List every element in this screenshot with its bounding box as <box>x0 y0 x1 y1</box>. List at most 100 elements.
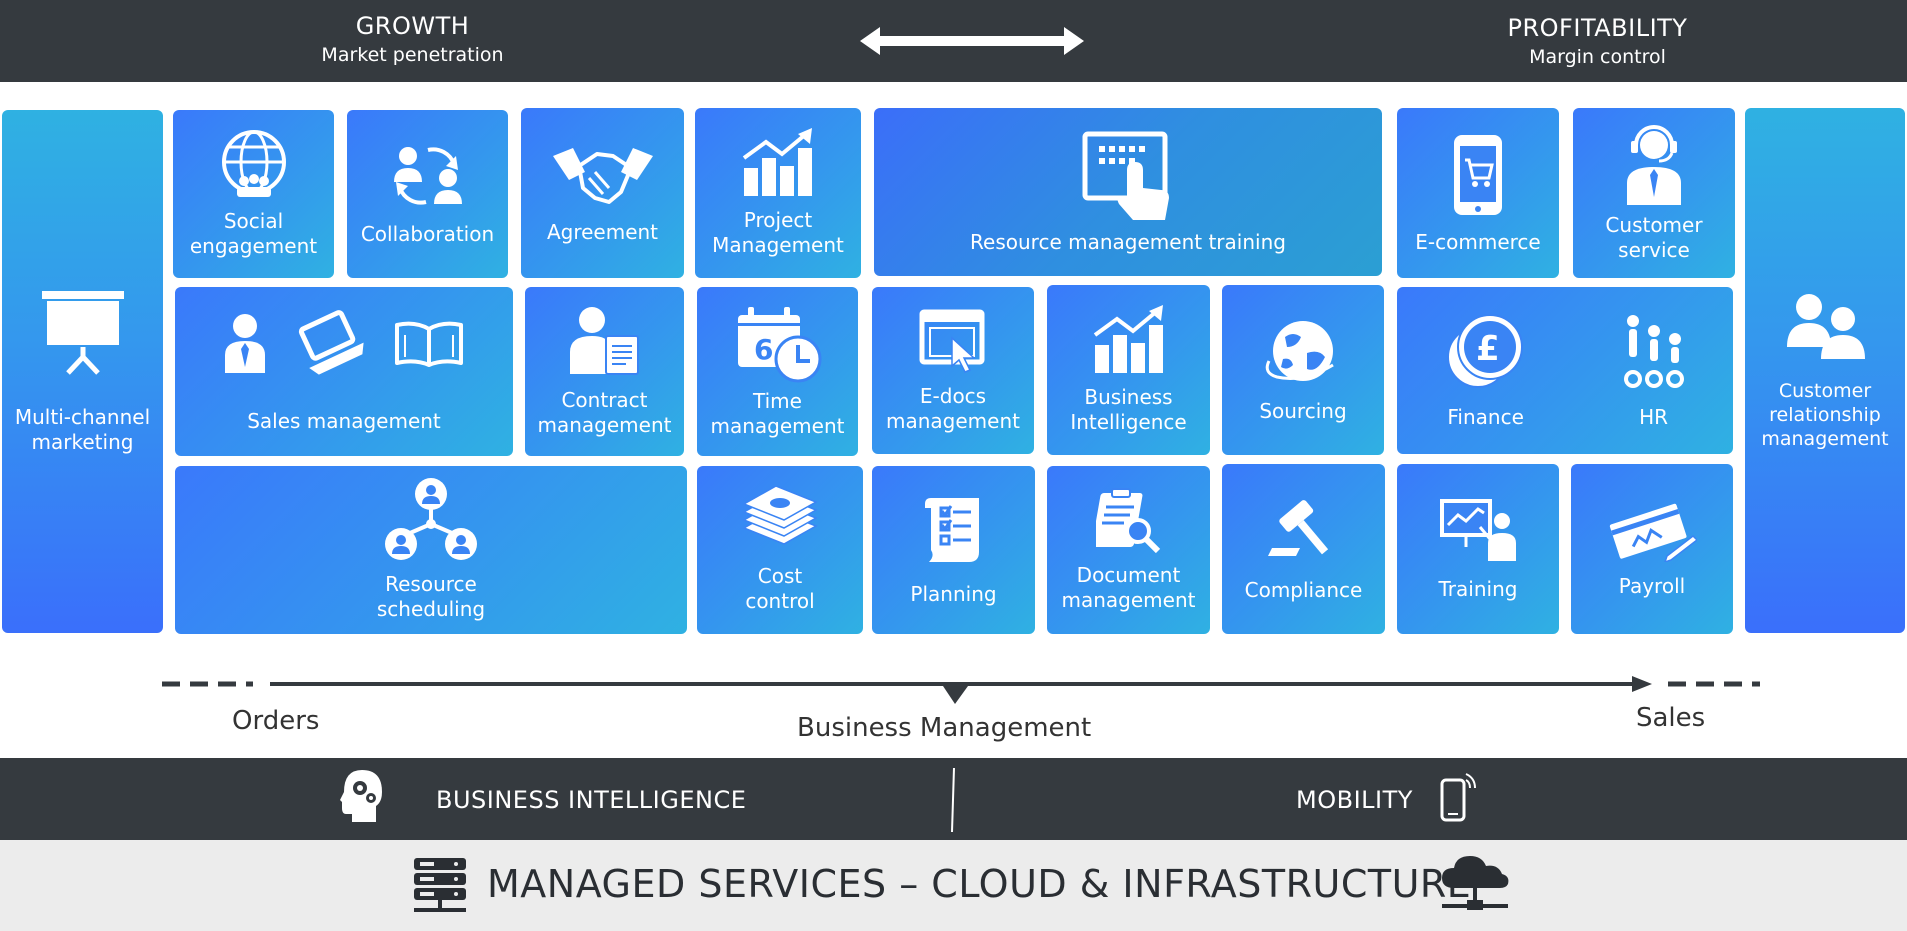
globe-icon <box>1263 317 1343 387</box>
tile-label: Planning <box>910 581 997 606</box>
person-document-icon <box>569 306 640 376</box>
headset-agent-icon <box>1621 123 1687 207</box>
tile-label: Multi-channel marketing <box>14 404 151 454</box>
browser-cursor-icon <box>918 308 988 374</box>
tile-label: E-docs management <box>886 383 1020 433</box>
tile-business-intelligence[interactable]: Business Intelligence <box>1047 285 1210 455</box>
tile-agreement[interactable]: Agreement <box>521 108 684 278</box>
sales-label: Sales <box>1636 703 1706 733</box>
tile-training[interactable]: Training <box>1397 464 1559 634</box>
mobile-cart-icon <box>1451 132 1505 218</box>
top-banner: GROWTH Market penetration PROFITABILITY … <box>0 0 1907 82</box>
hr-group: HR <box>1621 311 1687 430</box>
tile-document-management[interactable]: Document management <box>1047 466 1210 634</box>
gavel-icon <box>1266 496 1342 562</box>
tile-label: Sourcing <box>1259 398 1347 423</box>
finance-label: Finance <box>1447 405 1524 429</box>
tile-ecommerce[interactable]: E-commerce <box>1397 108 1559 278</box>
tile-multichannel-marketing[interactable]: Multi-channel marketing <box>2 110 163 633</box>
tile-label: Document management <box>1061 563 1196 612</box>
two-people-icon <box>1783 291 1867 361</box>
growth-subtitle: Market penetration <box>321 44 504 66</box>
globe-people-icon <box>219 129 289 199</box>
tile-label: Project Management <box>712 208 844 257</box>
business-intelligence-label: BUSINESS INTELLIGENCE <box>436 786 747 814</box>
tile-cost-control[interactable]: Cost control <box>697 466 863 634</box>
managed-services-label: MANAGED SERVICES – CLOUD & INFRASTRUCTUR… <box>487 862 1472 906</box>
tile-contract-management[interactable]: Contract management <box>525 287 684 456</box>
finance-group: £ Finance <box>1443 311 1528 430</box>
laptop-icon <box>298 310 364 375</box>
tile-label: Cost control <box>745 564 815 613</box>
tile-resource-scheduling[interactable]: Resource scheduling <box>175 466 687 634</box>
mobility-label: MOBILITY <box>1296 786 1413 814</box>
growth-chart-icon <box>1091 305 1167 375</box>
timeline-arrow-icon <box>162 676 1760 704</box>
divider <box>951 768 955 832</box>
tile-label: Training <box>1438 576 1518 601</box>
clipboard-search-icon <box>1095 487 1162 553</box>
svg-text:£: £ <box>1476 329 1500 369</box>
businessman-icon <box>225 314 265 373</box>
growth-block: GROWTH Market penetration <box>270 12 555 66</box>
cloud-network-icon <box>1442 856 1509 910</box>
business-management-label: Business Management <box>797 713 1092 743</box>
tile-label: Resource management training <box>970 229 1286 254</box>
presenter-board-icon <box>1438 497 1518 563</box>
calendar-clock-icon: 6 <box>734 305 822 383</box>
growth-chart-icon <box>740 128 816 198</box>
people-exchange-icon <box>390 142 466 208</box>
profitability-subtitle: Margin control <box>1529 46 1666 68</box>
managed-services-bar: MANAGED SERVICES – CLOUD & INFRASTRUCTUR… <box>0 840 1907 931</box>
tile-label: Customer relationship management <box>1761 379 1889 450</box>
open-book-icon <box>395 321 463 367</box>
tile-time-management[interactable]: 6 Time management <box>697 287 858 456</box>
tile-label: Sales management <box>247 409 441 433</box>
tile-label: Business Intelligence <box>1070 385 1187 434</box>
tile-resource-management-training[interactable]: Resource management training <box>874 108 1382 276</box>
profitability-title: PROFITABILITY <box>1507 14 1688 42</box>
presentation-board-icon <box>40 289 126 377</box>
bi-mobility-bar: BUSINESS INTELLIGENCE MOBILITY <box>0 758 1907 840</box>
tile-planning[interactable]: Planning <box>872 466 1035 634</box>
tile-collaboration[interactable]: Collaboration <box>347 110 508 278</box>
tile-label: Time management <box>710 388 845 438</box>
profitability-block: PROFITABILITY Margin control <box>1460 14 1735 68</box>
head-gears-icon <box>340 770 382 822</box>
server-stack-icon <box>414 858 466 912</box>
tile-sourcing[interactable]: Sourcing <box>1222 285 1384 455</box>
tile-label: Resource scheduling <box>376 572 486 621</box>
double-arrow-icon <box>860 27 1084 55</box>
pound-coin-icon: £ <box>1446 314 1523 388</box>
smartphone-signal-icon <box>1440 773 1476 822</box>
tile-project-management[interactable]: Project Management <box>695 108 861 278</box>
tile-label: E-commerce <box>1415 229 1541 254</box>
growth-title: GROWTH <box>355 12 470 40</box>
tile-payroll[interactable]: Payroll <box>1571 464 1733 634</box>
tile-label: Collaboration <box>360 221 495 246</box>
tile-edocs-management[interactable]: E-docs management <box>872 287 1034 454</box>
sales-icons <box>223 309 465 379</box>
hr-people-gears-icon <box>1623 315 1684 388</box>
cash-stack-icon <box>740 486 820 550</box>
tile-compliance[interactable]: Compliance <box>1222 464 1385 634</box>
tile-label: Social engagement <box>189 209 318 258</box>
tile-customer-relationship-management[interactable]: Customer relationship management <box>1745 108 1905 633</box>
tile-label: Contract management <box>537 387 672 437</box>
tile-label: Payroll <box>1618 573 1686 598</box>
svg-text:6: 6 <box>754 333 773 366</box>
tile-label: Compliance <box>1244 577 1363 602</box>
tile-social-engagement[interactable]: Social engagement <box>173 110 334 278</box>
tile-sales-management[interactable]: Sales management <box>175 287 513 456</box>
hr-label: HR <box>1639 405 1669 429</box>
network-people-icon <box>381 478 481 564</box>
tile-customer-service[interactable]: Customer service <box>1573 108 1735 278</box>
tile-label: Customer service <box>1605 213 1703 262</box>
cheque-pen-icon <box>1607 500 1697 562</box>
touchscreen-hand-icon <box>1081 130 1175 222</box>
tile-finance-hr[interactable]: £ Finance HR <box>1397 287 1733 454</box>
handshake-icon <box>551 142 655 208</box>
tile-label: Agreement <box>546 219 659 244</box>
checklist-scroll-icon <box>921 494 987 566</box>
orders-label: Orders <box>232 706 320 736</box>
